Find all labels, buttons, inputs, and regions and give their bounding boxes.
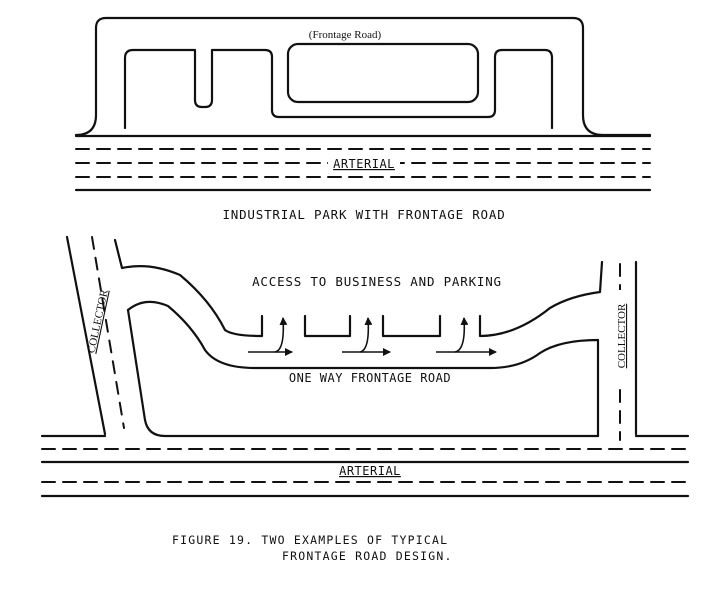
frontage-road-inner-edge <box>123 48 554 130</box>
traffic-flow-arrows <box>248 317 497 356</box>
collector-label-backdrop <box>611 290 629 382</box>
left-collector-edge <box>65 235 107 436</box>
figure-caption-line2: FRONTAGE ROAD DESIGN. <box>282 549 453 563</box>
bottom-arterial-label: ARTERIAL <box>339 464 401 478</box>
one-way-frontage-diagram <box>40 235 690 498</box>
frontage-road-outer-edge <box>74 16 652 137</box>
turn-arrow <box>454 317 469 353</box>
frontage-road-label: (Frontage Road) <box>309 29 382 41</box>
access-label: ACCESS TO BUSINESS AND PARKING <box>252 274 502 289</box>
industrial-park-block <box>286 42 480 104</box>
frontage-road-upper-edge <box>113 238 604 338</box>
top-arterial-label: ARTERIAL <box>333 157 395 171</box>
right-collector-label: COLLECTOR <box>616 303 628 368</box>
lower-block-edge <box>126 308 600 438</box>
left-collector-centerline <box>91 236 125 429</box>
turn-arrow <box>274 317 288 353</box>
industrial-park-title: INDUSTRIAL PARK WITH FRONTAGE ROAD <box>222 207 505 222</box>
turn-arrow <box>359 317 373 353</box>
one-way-frontage-label: ONE WAY FRONTAGE ROAD <box>289 371 451 385</box>
bottom-arterial-label-backdrop <box>334 464 406 478</box>
frontage-road-lower-edge <box>126 300 600 438</box>
figure-caption-line1: FIGURE 19. TWO EXAMPLES OF TYPICAL <box>172 533 448 547</box>
arterial-label-backdrop <box>328 157 400 170</box>
